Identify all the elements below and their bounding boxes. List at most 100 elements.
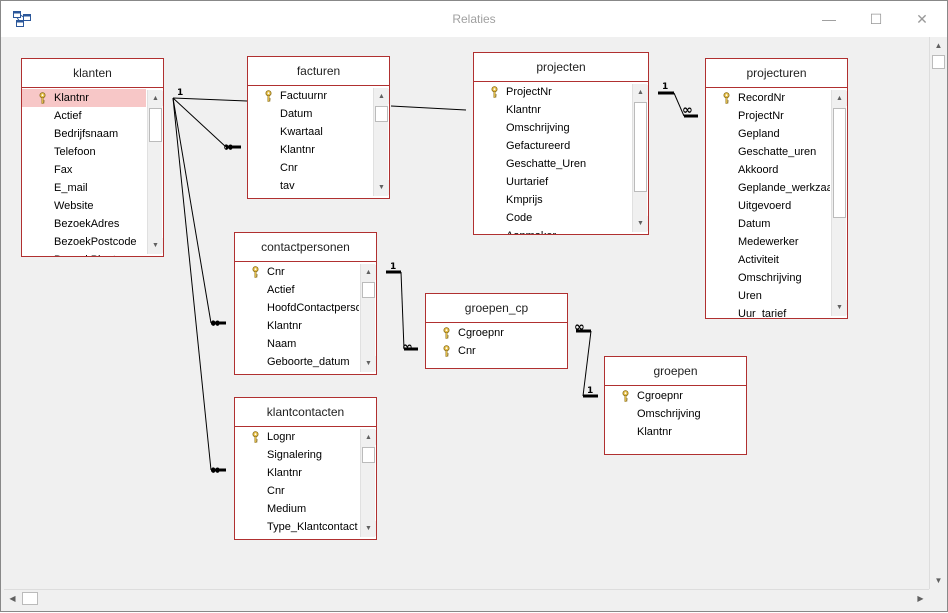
scroll-thumb[interactable] xyxy=(362,282,375,298)
field-list-scrollbar[interactable]: ▲▼ xyxy=(360,429,376,537)
field-row[interactable]: Klantnr xyxy=(474,101,631,119)
field-list-scrollbar[interactable]: ▲▼ xyxy=(831,90,847,316)
table-title[interactable]: groepen_cp xyxy=(426,294,567,323)
field-row[interactable]: Uur_tarief xyxy=(706,305,830,318)
field-row[interactable]: BezoekPlaats xyxy=(22,251,146,256)
field-row[interactable]: Gefactureerd xyxy=(474,137,631,155)
canvas-horizontal-scrollbar[interactable]: ◀ ▶ xyxy=(4,589,929,606)
scroll-up-icon[interactable]: ▲ xyxy=(374,89,389,104)
field-row[interactable]: Geplande_werkzaamheden xyxy=(706,179,830,197)
field-row[interactable]: Uren xyxy=(706,287,830,305)
field-list-scrollbar[interactable]: ▲▼ xyxy=(632,84,648,232)
field-row[interactable]: Cnr xyxy=(235,263,359,281)
field-row[interactable]: tav xyxy=(248,177,372,195)
field-row[interactable]: Lognr xyxy=(235,428,359,446)
scroll-down-icon[interactable]: ▼ xyxy=(832,300,847,315)
title-bar[interactable]: Relaties — ☐ ✕ xyxy=(1,1,947,37)
horizontal-scroll-thumb[interactable] xyxy=(22,592,38,605)
field-row[interactable]: Fax xyxy=(22,161,146,179)
field-row[interactable]: Type_Klantcontact xyxy=(235,518,359,536)
field-row[interactable]: Uurtarief xyxy=(474,173,631,191)
table-title[interactable]: projecturen xyxy=(706,59,847,88)
scroll-up-icon[interactable]: ▲ xyxy=(633,85,648,100)
canvas-vertical-scrollbar[interactable]: ▲ ▼ xyxy=(929,37,946,589)
scroll-thumb[interactable] xyxy=(362,447,375,463)
table-title[interactable]: klanten xyxy=(22,59,163,88)
field-row[interactable]: Actief xyxy=(235,281,359,299)
field-row[interactable]: Factuurnr xyxy=(248,87,372,105)
field-row[interactable]: Geschatte_Uren xyxy=(474,155,631,173)
field-row[interactable]: Klantnr xyxy=(235,317,359,335)
scroll-up-icon[interactable]: ▲ xyxy=(361,430,376,445)
field-row[interactable]: Cgroepnr xyxy=(605,387,746,405)
field-row[interactable]: Medium xyxy=(235,500,359,518)
minimize-button[interactable]: — xyxy=(822,11,836,27)
field-row[interactable]: Klantnr xyxy=(22,89,146,107)
field-row[interactable]: Code xyxy=(474,209,631,227)
scroll-thumb[interactable] xyxy=(833,108,846,218)
scroll-up-icon[interactable]: ▲ xyxy=(934,41,943,50)
scroll-down-icon[interactable]: ▼ xyxy=(934,576,943,585)
field-row[interactable]: Bedrijfsnaam xyxy=(22,125,146,143)
field-row[interactable]: Omschrijving xyxy=(474,119,631,137)
scroll-down-icon[interactable]: ▼ xyxy=(361,356,376,371)
field-row[interactable]: Aanmaker xyxy=(474,227,631,234)
scroll-left-icon[interactable]: ◀ xyxy=(9,594,16,603)
vertical-scroll-thumb[interactable] xyxy=(932,55,945,69)
field-row[interactable]: Uitgevoerd xyxy=(706,197,830,215)
field-row[interactable]: Cnr xyxy=(235,482,359,500)
scroll-up-icon[interactable]: ▲ xyxy=(361,265,376,280)
table-title[interactable]: contactpersonen xyxy=(235,233,376,262)
table-title[interactable]: projecten xyxy=(474,53,648,82)
field-row[interactable]: Klantnr xyxy=(605,423,746,441)
field-row[interactable]: E_mail xyxy=(22,179,146,197)
maximize-button[interactable]: ☐ xyxy=(869,10,883,27)
field-row[interactable]: Signalering xyxy=(235,446,359,464)
scroll-down-icon[interactable]: ▼ xyxy=(361,521,376,536)
table-title[interactable]: groepen xyxy=(605,357,746,386)
scroll-down-icon[interactable]: ▼ xyxy=(374,180,389,195)
field-row[interactable]: Naam xyxy=(235,335,359,353)
scroll-right-icon[interactable]: ▶ xyxy=(917,594,924,603)
scroll-thumb[interactable] xyxy=(634,102,647,192)
field-row[interactable]: Kmprijs xyxy=(474,191,631,209)
field-row[interactable]: Geboorte_datum xyxy=(235,353,359,371)
field-row[interactable]: Cgroepnr xyxy=(426,324,567,342)
field-row[interactable]: BezoekAdres xyxy=(22,215,146,233)
table-title[interactable]: klantcontacten xyxy=(235,398,376,427)
field-row[interactable]: Datum xyxy=(706,215,830,233)
scroll-up-icon[interactable]: ▲ xyxy=(148,91,163,106)
field-row[interactable]: Gepland xyxy=(706,125,830,143)
field-list-scrollbar[interactable]: ▲▼ xyxy=(360,264,376,372)
field-row[interactable]: Datum xyxy=(248,105,372,123)
scroll-up-icon[interactable]: ▲ xyxy=(832,91,847,106)
field-row[interactable]: Website xyxy=(22,197,146,215)
field-row[interactable]: BezoekPostcode xyxy=(22,233,146,251)
close-button[interactable]: ✕ xyxy=(916,10,928,27)
field-row[interactable]: Telefoon xyxy=(22,143,146,161)
scroll-thumb[interactable] xyxy=(149,108,162,142)
field-row[interactable]: Activiteit xyxy=(706,251,830,269)
table-title[interactable]: facturen xyxy=(248,57,389,86)
scroll-thumb[interactable] xyxy=(375,106,388,122)
field-row[interactable]: HoofdContactpersoon xyxy=(235,299,359,317)
field-row[interactable]: Geschatte_uren xyxy=(706,143,830,161)
field-list-scrollbar[interactable]: ▲▼ xyxy=(373,88,389,196)
field-row[interactable]: Medewerker xyxy=(706,233,830,251)
field-row[interactable]: ProjectNr xyxy=(706,107,830,125)
scroll-down-icon[interactable]: ▼ xyxy=(633,216,648,231)
field-row[interactable]: Cnr xyxy=(248,159,372,177)
field-row[interactable]: Actief xyxy=(22,107,146,125)
field-list-scrollbar[interactable]: ▲▼ xyxy=(147,90,163,254)
field-row[interactable]: Klantnr xyxy=(248,141,372,159)
field-row[interactable]: Akkoord xyxy=(706,161,830,179)
field-row[interactable]: Klantnr xyxy=(235,464,359,482)
